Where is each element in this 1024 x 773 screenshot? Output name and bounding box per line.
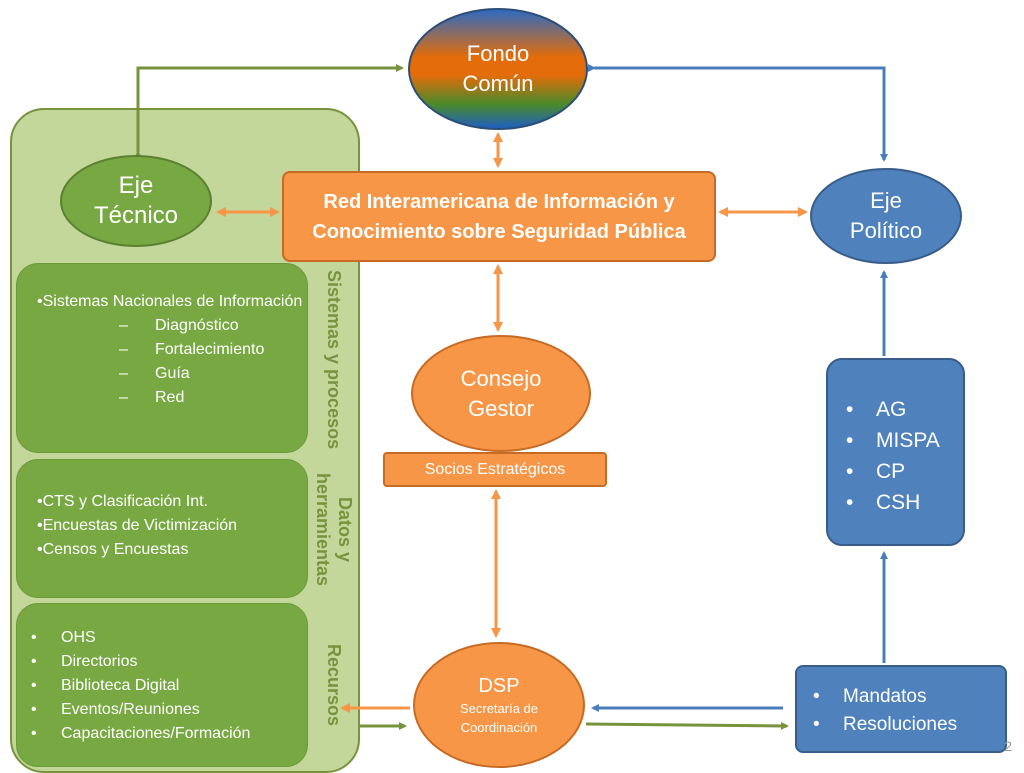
mandatos-item: Mandatos <box>813 683 1005 711</box>
red-interamericana-box: Red Interamericana de Información y Cono… <box>282 171 716 262</box>
sistemas-list: Diagnóstico Fortalecimiento Guía Red <box>37 314 307 410</box>
sistemas-box: •Sistemas Nacionales de Información Diag… <box>16 263 308 453</box>
eje-tecnico-node: Eje Técnico <box>60 155 212 247</box>
arrow-dsp-mandatos <box>585 721 789 730</box>
sistemas-item: Diagnóstico <box>119 314 307 338</box>
eje-tecnico-line: Técnico <box>93 202 179 229</box>
eje-tecnico-line: Eje <box>118 172 154 199</box>
dsp-title: DSP <box>478 675 520 697</box>
arrow-fondo-politico <box>588 64 888 162</box>
datos-label: Datos y herramientas <box>313 473 355 587</box>
organos-item: AG <box>846 394 963 425</box>
datos-box: •CTS y Clasificación Int. •Encuestas de … <box>16 459 308 598</box>
organos-item: CSH <box>846 487 963 518</box>
organos-item: CP <box>846 456 963 487</box>
eje-politico-line: Eje <box>870 188 902 213</box>
mandatos-item: Resoluciones <box>813 711 1005 739</box>
recursos-label: Recursos <box>324 643 344 727</box>
fondo-line: Común <box>462 71 534 96</box>
eje-politico-node: Eje Político <box>810 168 962 264</box>
recursos-item: Capacitaciones/Formación <box>31 722 307 746</box>
fondo-comun-node: Fondo Común <box>408 8 588 130</box>
dsp-node: DSP Secretaría de Coordinación <box>413 642 585 768</box>
socios-estrategicos-box: Socios Estratégicos <box>383 452 607 487</box>
recursos-box: OHS Directorios Biblioteca Digital Event… <box>16 603 308 767</box>
datos-item: •CTS y Clasificación Int. <box>37 493 208 510</box>
consejo-line: Consejo <box>460 365 542 391</box>
sistemas-head: •Sistemas Nacionales de Información <box>37 293 303 310</box>
eje-politico-line: Político <box>849 218 923 243</box>
mandatos-list: Mandatos Resoluciones <box>813 683 1005 739</box>
fondo-line: Fondo <box>466 41 530 66</box>
sistemas-item: Guía <box>119 362 307 386</box>
recursos-list: OHS Directorios Biblioteca Digital Event… <box>31 626 307 746</box>
sistemas-item: Red <box>119 386 307 410</box>
datos-item: •Encuestas de Victimización <box>37 517 238 534</box>
organos-list: AG MISPA CP CSH <box>846 394 963 518</box>
sistemas-item: Fortalecimiento <box>119 338 307 362</box>
recursos-item: OHS <box>31 626 307 650</box>
recursos-item: Eventos/Reuniones <box>31 698 307 722</box>
sistemas-label: Sistemas y procesos <box>324 270 344 450</box>
organos-box: AG MISPA CP CSH <box>826 358 965 546</box>
consejo-line: Gestor <box>467 395 535 421</box>
recursos-item: Directorios <box>31 650 307 674</box>
recursos-item: Biblioteca Digital <box>31 674 307 698</box>
page-number: 2 <box>1004 738 1012 754</box>
dsp-subtitle: Coordinación <box>460 720 538 735</box>
organos-item: MISPA <box>846 425 963 456</box>
datos-item: •Censos y Encuestas <box>37 541 189 558</box>
mandatos-box: Mandatos Resoluciones <box>795 665 1007 753</box>
consejo-gestor-node: Consejo Gestor <box>411 335 591 452</box>
dsp-subtitle: Secretaría de <box>459 701 539 716</box>
